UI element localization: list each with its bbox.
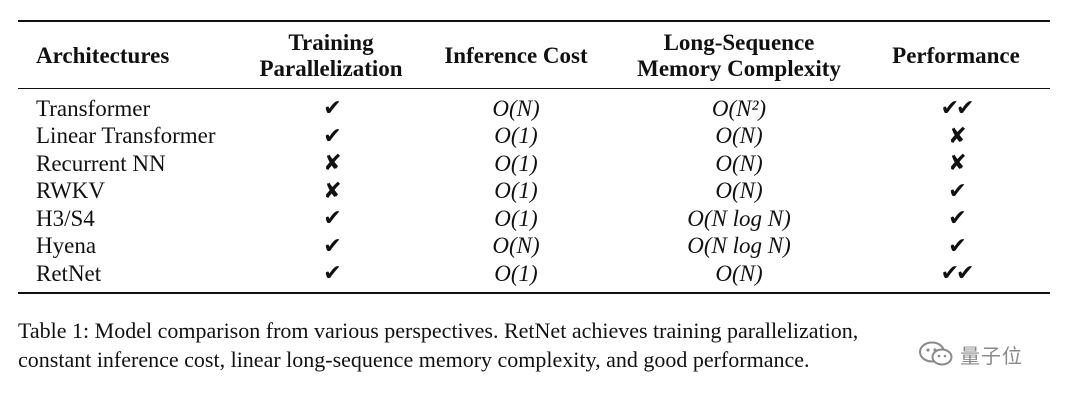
table-caption: Table 1: Model comparison from various p…	[18, 316, 1048, 374]
watermark: 量子位	[918, 337, 1048, 371]
row-performance: ✔	[948, 206, 966, 232]
row-architecture: RWKV	[36, 178, 105, 204]
row-inference: O(N)	[492, 233, 540, 259]
row-memory: O(N²)	[711, 95, 767, 121]
row-training: ✔	[323, 233, 341, 259]
table-row: Recurrent NN ✘ O(1) O(N) ✘	[18, 150, 1050, 178]
row-training: ✘	[323, 151, 341, 177]
row-performance: ✔	[948, 233, 966, 259]
table-bottom-rule	[18, 291, 1050, 294]
table-top-rule	[18, 20, 1050, 22]
table-row: Hyena ✔ O(N) O(N log N) ✔	[18, 233, 1050, 261]
header-memory-line2: Memory Complexity	[637, 56, 841, 81]
row-inference: O(1)	[494, 150, 538, 176]
row-inference: O(1)	[494, 178, 538, 204]
row-training: ✔	[323, 96, 341, 122]
header-architectures-label: Architectures	[36, 43, 170, 68]
header-memory-complexity: Long-Sequence Memory Complexity	[616, 22, 862, 88]
row-training: ✘	[323, 178, 341, 204]
row-memory: O(N log N)	[687, 233, 791, 259]
header-inference-cost: Inference Cost	[416, 22, 616, 88]
row-architecture: Recurrent NN	[36, 150, 166, 176]
row-training: ✔	[323, 123, 341, 149]
table-row: RWKV ✘ O(1) O(N) ✔	[18, 178, 1050, 206]
header-performance-label: Performance	[892, 43, 1020, 68]
row-memory: O(N)	[715, 260, 763, 286]
table-row: RetNet ✔ O(1) O(N) ✔✔	[18, 260, 1050, 292]
row-memory: O(N log N)	[687, 205, 791, 231]
header-performance: Performance	[862, 22, 1050, 88]
header-training-parallelization: Training Parallelization	[246, 22, 416, 88]
header-memory-line1: Long-Sequence	[663, 30, 815, 55]
row-inference: O(1)	[494, 205, 538, 231]
row-memory: O(N)	[715, 123, 763, 149]
wechat-icon	[919, 341, 953, 366]
row-inference: O(1)	[494, 260, 538, 286]
comparison-table-body: Transformer ✔ O(N) O(N²) ✔✔ Linear Trans…	[18, 89, 1050, 292]
watermark-text: 量子位	[960, 343, 1023, 368]
row-performance: ✔✔	[940, 261, 975, 287]
table-row: Transformer ✔ O(N) O(N²) ✔✔	[18, 89, 1050, 123]
row-training: ✔	[323, 206, 341, 232]
table-mid-rule	[18, 88, 1050, 89]
row-performance: ✔✔	[940, 96, 975, 122]
row-architecture: Linear Transformer	[36, 123, 216, 149]
table-header: Architectures Training Parallelization I…	[18, 22, 1050, 88]
row-performance: ✘	[948, 151, 966, 177]
row-inference: O(N)	[492, 95, 540, 121]
row-architecture: RetNet	[36, 260, 102, 286]
comparison-table: Architectures Training Parallelization I…	[18, 22, 1050, 88]
row-memory: O(N)	[715, 150, 763, 176]
row-inference: O(1)	[494, 123, 538, 149]
table-row: Linear Transformer ✔ O(1) O(N) ✘	[18, 123, 1050, 151]
row-architecture: Hyena	[36, 233, 97, 259]
header-training-line2: Parallelization	[259, 56, 403, 81]
header-architectures: Architectures	[18, 22, 246, 88]
table-row: H3/S4 ✔ O(1) O(N log N) ✔	[18, 205, 1050, 233]
header-training-line1: Training	[288, 30, 374, 55]
caption-line-1: Table 1: Model comparison from various p…	[18, 318, 859, 343]
comparison-table-container: Architectures Training Parallelization I…	[18, 20, 1050, 294]
header-inference-label: Inference Cost	[444, 43, 588, 68]
row-training: ✔	[323, 261, 341, 287]
row-performance: ✔	[948, 178, 966, 204]
header-row: Architectures Training Parallelization I…	[18, 22, 1050, 88]
row-architecture: H3/S4	[36, 205, 95, 231]
row-performance: ✘	[948, 123, 966, 149]
row-architecture: Transformer	[36, 95, 151, 121]
row-memory: O(N)	[715, 178, 763, 204]
caption-line-2: constant inference cost, linear long-seq…	[18, 347, 810, 372]
